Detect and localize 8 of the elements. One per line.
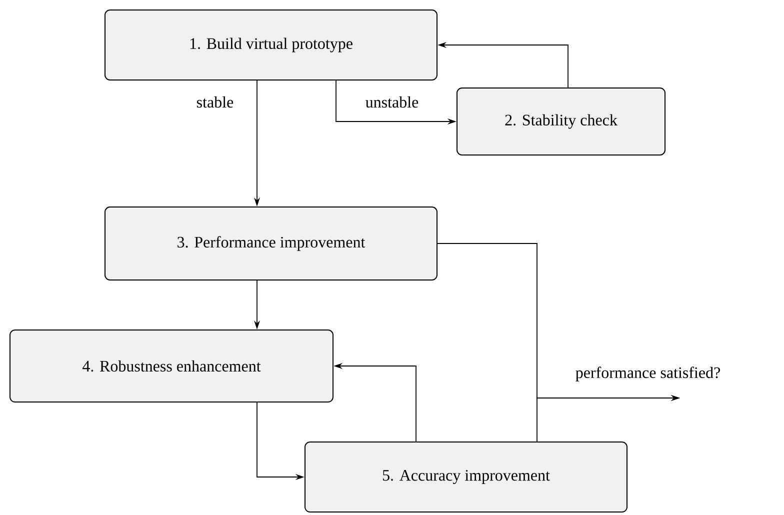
process-box: 1. Build virtual prototype (104, 10, 438, 80)
process-box: 3. Performance improvement (104, 206, 438, 280)
edge-label: unstable (364, 95, 420, 109)
process-box: 5. Accuracy improvement (304, 442, 628, 512)
edge-label: performance satisfied? (574, 366, 722, 382)
process-box: 2. Stability check (456, 88, 666, 156)
edge-label: stable (195, 95, 235, 109)
process-box: 4. Robustness enhancement (10, 330, 334, 402)
